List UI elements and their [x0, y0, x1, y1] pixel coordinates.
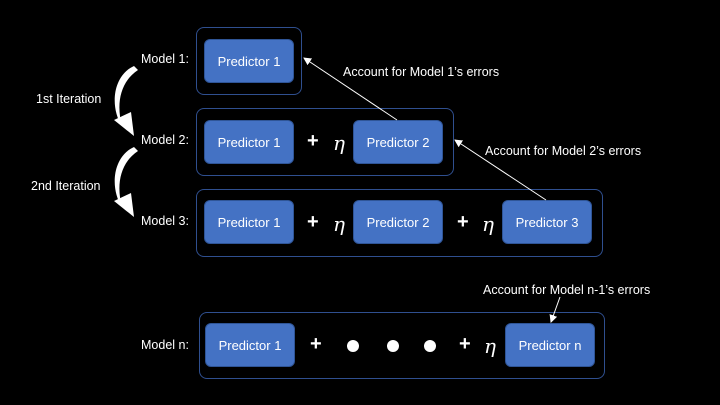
model-n-label: Model n:: [141, 338, 189, 352]
iteration-1-label: 1st Iteration: [36, 92, 102, 106]
model-n-predictor-n: Predictor n: [505, 323, 595, 367]
model-n-frame: [199, 312, 605, 379]
model-3-predictor-2: Predictor 2: [353, 200, 443, 244]
model-n-plus-2: +: [459, 333, 471, 355]
arrow-annotation-to-predictor-n: [549, 296, 561, 323]
iteration-2-label: 2nd Iteration: [31, 179, 101, 193]
iteration-1-curved-arrow-icon: [114, 66, 138, 136]
model-2-plus: +: [307, 130, 319, 152]
model-3-eta-1: η: [333, 212, 345, 236]
annotation-model-n-1-errors: Account for Model n-1’s errors: [483, 283, 651, 297]
model-2-predictor-2: Predictor 2: [353, 120, 443, 164]
ellipsis-dot-2: [387, 340, 399, 352]
arrow-predictor3-to-predictor2: [454, 139, 547, 201]
model-2-predictor-1: Predictor 1: [204, 120, 294, 164]
annotation-model-1-errors: Account for Model 1’s errors: [343, 65, 500, 79]
model-2-label: Model 2:: [141, 133, 189, 147]
ellipsis-dot-3: [424, 340, 436, 352]
model-2-frame: [196, 108, 454, 176]
model-3-plus-2: +: [457, 211, 469, 233]
model-3-predictor-1: Predictor 1: [204, 200, 294, 244]
model-n-predictor-1: Predictor 1: [205, 323, 295, 367]
model-3-eta-2: η: [482, 212, 494, 236]
iteration-2-curved-arrow-icon: [114, 147, 138, 217]
model-3-plus-1: +: [307, 211, 319, 233]
model-1-frame: [196, 27, 302, 95]
model-1-label: Model 1:: [141, 52, 189, 66]
ellipsis-dot-1: [347, 340, 359, 352]
model-n-eta: η: [484, 334, 496, 358]
model-2-eta: η: [333, 131, 345, 155]
model-1-predictor-1: Predictor 1: [204, 39, 294, 83]
annotation-model-2-errors: Account for Model 2’s errors: [485, 144, 642, 158]
model-n-plus-1: +: [310, 333, 322, 355]
model-3-label: Model 3:: [141, 214, 189, 228]
arrow-predictor2-to-predictor1: [303, 57, 398, 121]
model-3-frame: [196, 189, 603, 257]
model-3-predictor-3: Predictor 3: [502, 200, 592, 244]
